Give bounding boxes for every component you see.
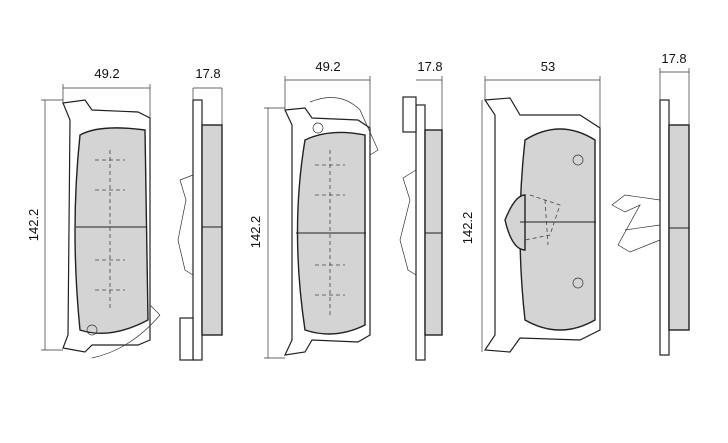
pad-3-width-dimension: 53 xyxy=(484,59,601,128)
pad-1-height-dimension: 142.2 xyxy=(26,99,63,351)
pad-3-side-label: 17.8 xyxy=(661,51,686,66)
pad-3-width-label: 53 xyxy=(541,59,555,74)
pad-2-front-view xyxy=(283,97,379,356)
pad-1-side-view: 17.8 xyxy=(177,66,223,361)
pad-2-side-label: 17.8 xyxy=(417,59,442,74)
pad-3-height-dimension: 142.2 xyxy=(460,100,483,352)
pad-2-height-label: 142.2 xyxy=(248,216,263,249)
pad-3-front-view xyxy=(483,97,601,353)
pad-1-width-dimension: 49.2 xyxy=(62,66,151,118)
pad-2-width-dimension: 49.2 xyxy=(284,59,371,128)
pad-2-side-view: 17.8 xyxy=(399,59,443,361)
pad-1-width-label: 49.2 xyxy=(94,66,119,81)
pad-2-width-label: 49.2 xyxy=(315,59,340,74)
pad-1-side-label: 17.8 xyxy=(195,66,220,81)
pad-3-height-label: 142.2 xyxy=(460,212,475,245)
pad-2-height-dimension: 142.2 xyxy=(248,107,285,359)
pad-1-front-view xyxy=(62,99,161,359)
pad-1-height-label: 142.2 xyxy=(26,209,41,242)
pad-3-side-view: 17.8 xyxy=(611,51,690,356)
